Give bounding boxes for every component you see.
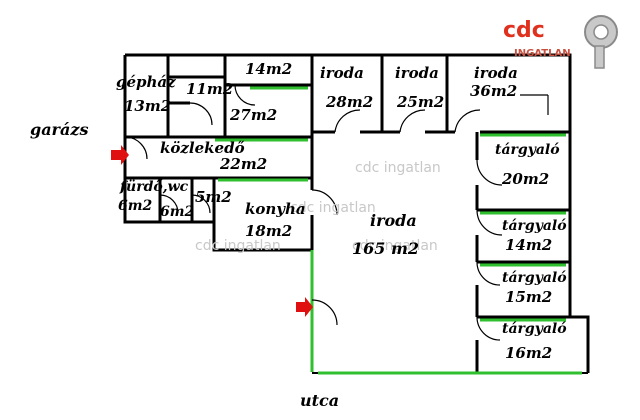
doors: [124, 84, 549, 341]
room-area-kozlekedo: 22m2: [220, 155, 268, 173]
label-street: utca: [300, 391, 340, 410]
door-swing: [454, 109, 481, 133]
room-area-5: 5m2: [195, 188, 232, 206]
room-area-targyalo-15: 15m2: [505, 288, 553, 306]
watermark: cdc ingatlan: [352, 238, 438, 254]
wall-top: [125, 53, 572, 137]
room-area-iroda-28: 28m2: [326, 93, 374, 111]
room-area-iroda-165: 165 m2: [352, 239, 420, 258]
room-name-konyha: konyha: [245, 200, 306, 218]
room-name-kozlekedo: közlekedő: [160, 139, 245, 157]
door-swing: [189, 102, 213, 126]
door-swing: [124, 136, 148, 160]
room-area-iroda-25: 25m2: [397, 93, 445, 111]
key-icon: [584, 15, 618, 69]
room-area-gephaz: 13m2: [124, 97, 172, 115]
door-swing: [399, 109, 426, 133]
company-logo: cdc INGATLAN: [498, 10, 628, 70]
room-area-furdo-2: 6m2: [160, 204, 195, 220]
room-area-targyalo-14: 14m2: [505, 236, 553, 254]
door-swing: [476, 209, 503, 236]
wall-right: [568, 137, 590, 373]
door-swing: [476, 261, 501, 286]
door-swing: [476, 316, 501, 341]
door-swing: [311, 189, 338, 216]
room-name-gephaz: gépház: [116, 73, 176, 91]
room-area-konyha: 18m2: [245, 222, 293, 240]
door-swing: [159, 194, 179, 214]
entrance-arrows: [111, 145, 313, 317]
door-swing: [234, 84, 256, 106]
room-area-14: 14m2: [245, 60, 293, 78]
room-area-furdo-1: 6m2: [118, 198, 153, 214]
door-swing: [476, 159, 503, 186]
entrance-arrow-street: [296, 297, 313, 317]
door-swing: [311, 299, 338, 326]
room-name-targyalo-15: tárgyaló: [502, 270, 567, 286]
room-area-iroda-36: 36m2: [470, 82, 518, 100]
room-area-targyalo-16: 16m2: [505, 344, 553, 362]
entrance-arrow-garage: [111, 145, 129, 165]
room-name-iroda-28: iroda: [320, 64, 364, 82]
room-area-27: 27m2: [230, 106, 278, 124]
room-name-iroda-36: iroda: [474, 64, 518, 82]
room-name-targyalo-16: tárgyaló: [502, 321, 567, 337]
door-swing: [334, 109, 361, 133]
label-garage: garázs: [30, 120, 89, 139]
watermark: cdc ingatlan: [290, 200, 376, 216]
room-area-targyalo-20: 20m2: [502, 170, 550, 188]
room-name-iroda-165: iroda: [370, 211, 417, 230]
room-name-iroda-25: iroda: [395, 64, 439, 82]
room-name-targyalo-20: tárgyaló: [495, 142, 560, 158]
room-name-targyalo-14: tárgyaló: [502, 218, 567, 234]
logo-brand: cdc: [503, 18, 545, 43]
room-name-furdo: fürdő,wc: [120, 179, 189, 195]
watermark: cdc ingatlan: [195, 238, 281, 254]
windows: [215, 86, 582, 375]
walls: [123, 53, 590, 374]
door-swing: [191, 194, 211, 214]
logo-subtitle: INGATLAN: [514, 48, 571, 59]
room-area-11: 11m2: [186, 80, 234, 98]
watermark: cdc ingatlan: [355, 160, 441, 176]
